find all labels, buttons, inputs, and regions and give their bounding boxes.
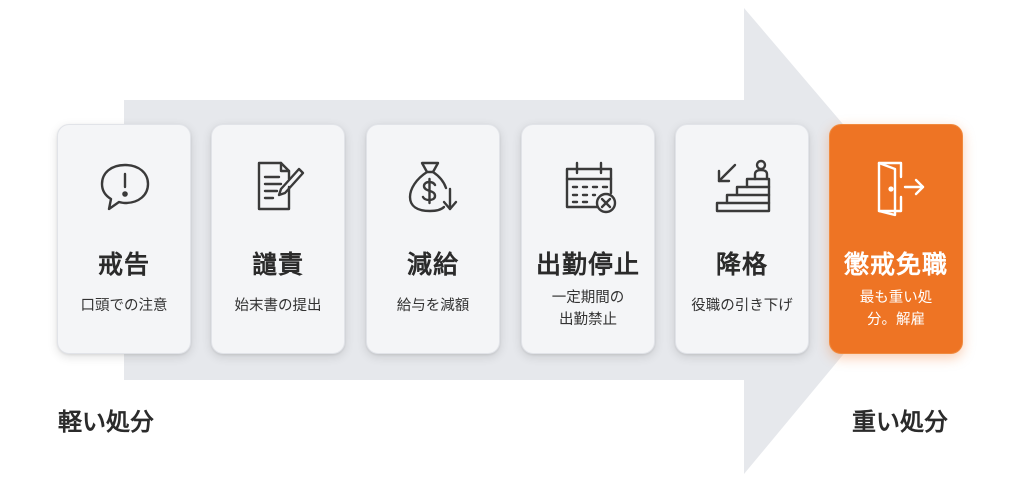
card-kaikoku: 戒告 口頭での注意 (57, 124, 191, 354)
money-bag-down-icon (404, 157, 464, 217)
document-pen-icon (249, 157, 309, 217)
card-title: 譴責 (251, 250, 304, 279)
card-title: 降格 (715, 250, 768, 279)
label-light-penalty: 軽い処分 (58, 408, 154, 436)
card-kenseki: 譴責 始末書の提出 (211, 124, 345, 354)
card-choukai-menshoku: 懲戒免職 最も重い処 分。解雇 (829, 124, 963, 354)
card-description: 一定期間の 出勤禁止 (551, 290, 625, 328)
stairs-down-person-icon (713, 157, 773, 217)
speech-bubble-exclamation-icon (95, 157, 155, 217)
card-description: 口頭での注意 (80, 298, 168, 314)
card-shukkin-teishi: 出勤停止 一定期間の 出勤禁止 (521, 124, 655, 354)
calendar-cross-icon (559, 157, 619, 217)
card-description: 最も重い処 分。解雇 (859, 290, 933, 328)
card-genkyu: 減給 給与を減額 (366, 124, 500, 354)
card-description: 給与を減額 (396, 298, 470, 314)
exit-door-icon (867, 157, 927, 217)
card-title: 戒告 (97, 250, 150, 279)
card-description: 役職の引き下げ (691, 298, 793, 314)
card-title: 懲戒免職 (843, 250, 948, 279)
card-kokaku: 降格 役職の引き下げ (675, 124, 809, 354)
card-description: 始末書の提出 (234, 298, 322, 314)
card-title: 減給 (406, 250, 459, 279)
label-heavy-penalty: 重い処分 (852, 408, 948, 436)
card-title: 出勤停止 (535, 250, 640, 279)
